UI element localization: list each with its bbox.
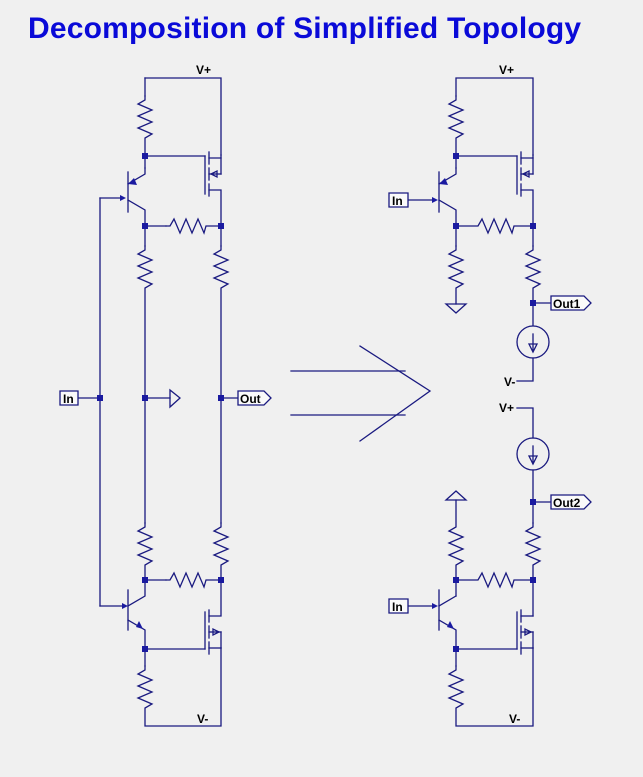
bottom-right-output-port: Out2: [550, 494, 592, 510]
left-vminus-label: V-: [197, 712, 208, 726]
bottom-right-resistor-right: [524, 522, 542, 617]
top-right-resistor-right: [524, 245, 542, 326]
left-resistor-lower-right: [212, 522, 230, 581]
left-input-port: In: [59, 390, 79, 406]
top-right-resistor-top: [447, 95, 465, 169]
left-upper-mosfet: [204, 151, 222, 227]
bottom-right-vminus-label: V-: [509, 712, 520, 726]
left-vplus-label: V+: [196, 63, 211, 77]
left-resistor-lower-left: [136, 522, 154, 581]
left-resistor-upper-horizontal: [165, 217, 222, 235]
top-right-circuit: V+ V- In Out1: [388, 63, 592, 389]
bottom-right-supply-symbol: [444, 490, 468, 501]
left-resistor-bottom: [136, 647, 222, 727]
left-top-supply-rail: [144, 77, 222, 156]
bottom-right-resistor-horizontal: [455, 571, 534, 589]
top-right-resistor-horizontal: [455, 217, 534, 235]
bottom-right-output-label: Out2: [553, 496, 581, 510]
left-output-port: Out: [237, 390, 272, 406]
bottom-right-vplus-label: V+: [499, 401, 514, 415]
top-right-vplus-label: V+: [499, 63, 514, 77]
bottom-right-current-source: [516, 437, 550, 471]
top-right-current-source: [516, 325, 550, 359]
bottom-right-resistor-bottom: [447, 647, 534, 727]
left-input-label: In: [63, 392, 74, 406]
top-right-vminus-label: V-: [504, 375, 515, 389]
left-circuit: V+ V- In Out: [59, 63, 272, 727]
left-lower-mosfet: [204, 579, 222, 655]
bottom-right-resistor-left: [447, 499, 465, 597]
left-resistor-lower-horizontal: [165, 571, 222, 589]
left-upper-bjt: [99, 167, 146, 227]
left-resistor-top: [136, 95, 154, 157]
left-resistor-upper-right: [212, 245, 230, 524]
bottom-right-input-port: In: [388, 598, 409, 614]
top-right-ground-symbol: [444, 303, 468, 314]
bottom-right-input-label: In: [392, 600, 403, 614]
bottom-right-circuit: V+ V- In Out2: [388, 401, 592, 727]
top-right-resistor-left: [447, 245, 465, 305]
left-output-label: Out: [240, 392, 261, 406]
top-right-input-port: In: [388, 192, 409, 208]
top-right-input-label: In: [392, 194, 403, 208]
page-title: Decomposition of Simplified Topology: [28, 12, 582, 45]
top-right-output-label: Out1: [553, 297, 581, 311]
decomposition-arrow: [290, 345, 432, 442]
top-right-output-port: Out1: [550, 295, 592, 311]
left-lower-bjt: [99, 579, 146, 650]
left-ground-symbol: [169, 388, 182, 409]
left-resistor-upper-left: [136, 245, 154, 524]
